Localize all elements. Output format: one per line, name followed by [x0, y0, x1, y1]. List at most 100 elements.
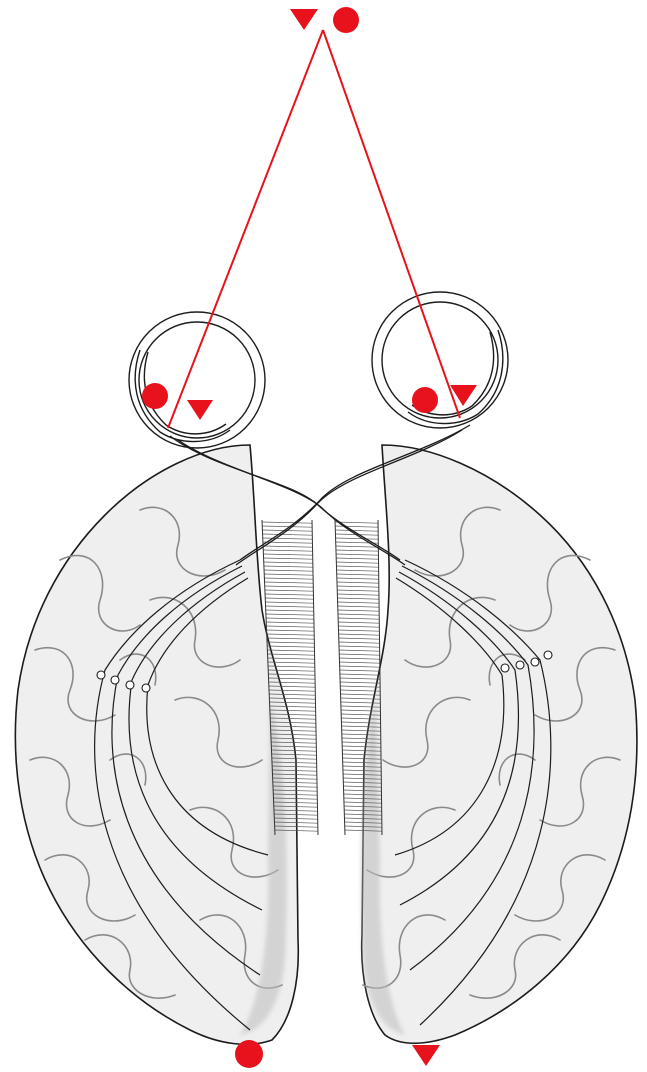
triangle-marker-icon — [412, 1045, 440, 1066]
left-relay-node-4 — [142, 684, 150, 692]
right-relay-node-3 — [531, 658, 539, 666]
corpus-callosum-left-hatch-line — [265, 586, 314, 587]
corpus-callosum-left-hatch-line — [263, 550, 312, 551]
right-relay-node-2 — [516, 661, 524, 669]
corpus-callosum-right-hatch-line — [340, 686, 380, 687]
corpus-callosum-right-hatch-line — [337, 570, 379, 571]
stimulus-sight-lines — [168, 30, 460, 428]
corpus-callosum-right-hatch-line — [336, 566, 378, 567]
corpus-callosum-right-hatch-line — [340, 674, 380, 675]
left-eye-globe-inner — [139, 322, 255, 438]
corpus-callosum-left-hatch-line — [264, 562, 313, 563]
corpus-callosum-left-hatch-line — [266, 606, 314, 607]
corpus-callosum-right-hatch-line — [338, 618, 379, 619]
corpus-callosum-left-hatch-line — [265, 590, 314, 591]
corpus-callosum-left-hatch-line — [266, 622, 314, 623]
corpus-callosum-left-hatch-line — [268, 658, 315, 659]
corpus-callosum-right-hatch-line — [337, 594, 379, 595]
corpus-callosum-left-hatch-line — [266, 618, 314, 619]
right-cortex-marker — [412, 1045, 440, 1066]
corpus-callosum-left-hatch-line — [268, 654, 315, 655]
corpus-callosum-right-hatch-line — [336, 538, 379, 539]
corpus-callosum-right-hatch-line — [337, 574, 379, 575]
corpus-callosum-right-hatch-line — [339, 646, 380, 647]
corpus-callosum-right-hatch-line — [336, 562, 378, 563]
circle-marker-icon — [142, 383, 168, 409]
corpus-callosum-right-hatch-line — [340, 662, 380, 663]
corpus-callosum-right-hatch-line — [336, 550, 379, 551]
corpus-callosum-right-hatch-line — [336, 554, 378, 555]
corpus-callosum-left-hatch-line — [264, 570, 313, 571]
corpus-callosum-right-hatch-line — [335, 526, 378, 527]
sight-line-left — [168, 30, 323, 428]
corpus-callosum-left-hatch-line — [263, 534, 313, 535]
corpus-callosum-left-hatch-line — [263, 546, 313, 547]
corpus-callosum-right-hatch-line — [337, 578, 379, 579]
corpus-callosum-left-hatch-line — [267, 646, 314, 647]
circle-marker-icon — [412, 387, 438, 413]
corpus-callosum-right-hatch-line — [339, 634, 380, 635]
left-cortex-marker — [235, 1040, 263, 1068]
corpus-callosum-right-hatch-line — [339, 630, 380, 631]
corpus-callosum-left-hatch-line — [266, 626, 314, 627]
corpus-callosum-right-hatch-line — [338, 626, 379, 627]
corpus-callosum-left-hatch-line — [264, 574, 313, 575]
corpus-callosum-left-hatch-line — [263, 554, 312, 555]
corpus-callosum-right-hatch-line — [340, 690, 380, 691]
corpus-callosum-left-hatch-line — [264, 558, 313, 559]
corpus-callosum-right-hatch-line — [338, 614, 379, 615]
left-hemisphere — [15, 445, 298, 1044]
corpus-callosum-left-hatch-line — [267, 650, 314, 651]
sight-line-right — [323, 30, 460, 418]
corpus-callosum-left-hatch-line — [267, 634, 315, 635]
corpus-callosum-left-hatch-line — [265, 594, 313, 595]
corpus-callosum-left-hatch-line — [264, 566, 313, 567]
right-relay-node-1 — [501, 664, 509, 672]
right-relay-node-4 — [544, 651, 552, 659]
corpus-callosum-left-hatch-line — [264, 578, 313, 579]
corpus-callosum-right-hatch-line — [338, 610, 379, 611]
corpus-callosum-left-hatch-line — [267, 638, 314, 639]
corpus-callosum-left-hatch-line — [265, 602, 313, 603]
corpus-callosum-right-hatch-line — [336, 558, 378, 559]
corpus-callosum-right-hatch-line — [340, 666, 380, 667]
corpus-callosum-left-hatch-line — [265, 582, 314, 583]
triangle-marker-icon — [290, 9, 318, 30]
circle-marker-icon — [235, 1040, 263, 1068]
corpus-callosum-right-hatch-line — [339, 650, 380, 651]
left-eye — [129, 312, 265, 448]
triangle-marker-icon — [187, 400, 213, 420]
corpus-callosum-right-hatch-line — [337, 590, 379, 591]
corpus-callosum-left-hatch-line — [265, 598, 313, 599]
corpus-callosum-left-hatch-line — [262, 526, 312, 527]
corpus-callosum-right-hatch-line — [340, 670, 380, 671]
corpus-callosum-right-hatch-line — [340, 682, 380, 683]
circle-marker-icon — [333, 7, 359, 33]
corpus-callosum-right-hatch-line — [339, 654, 380, 655]
corpus-callosum-left-hatch-line — [263, 538, 313, 539]
left-relay-node-2 — [111, 676, 119, 684]
right-hemisphere — [361, 445, 637, 1043]
left-hemisphere-outline — [15, 445, 298, 1044]
corpus-callosum-right-hatch-line — [338, 602, 379, 603]
right-hemisphere-outline — [362, 445, 637, 1043]
left-relay-node-3 — [126, 681, 134, 689]
corpus-callosum-left-hatch-line — [266, 610, 314, 611]
corpus-callosum-left-hatch-line — [266, 614, 314, 615]
corpus-callosum-right-hatch-line — [339, 642, 380, 643]
corpus-callosum-right-hatch-line — [339, 638, 380, 639]
corpus-callosum-right-hatch-line — [335, 530, 378, 531]
left-eye-globe-outer — [129, 312, 265, 448]
corpus-callosum-right-hatch-line — [340, 678, 380, 679]
corpus-callosum-right-hatch-line — [337, 598, 379, 599]
corpus-callosum-right-hatch-line — [339, 658, 379, 659]
corpus-callosum-right-hatch-line — [338, 622, 379, 623]
corpus-callosum-right-hatch-line — [336, 546, 379, 547]
corpus-callosum-left-hatch-line — [267, 630, 315, 631]
corpus-callosum-right-hatch-line — [337, 582, 379, 583]
stimulus-markers — [290, 7, 359, 33]
corpus-callosum-right-hatch-line — [338, 606, 379, 607]
corpus-callosum-right-hatch-line — [337, 586, 379, 587]
